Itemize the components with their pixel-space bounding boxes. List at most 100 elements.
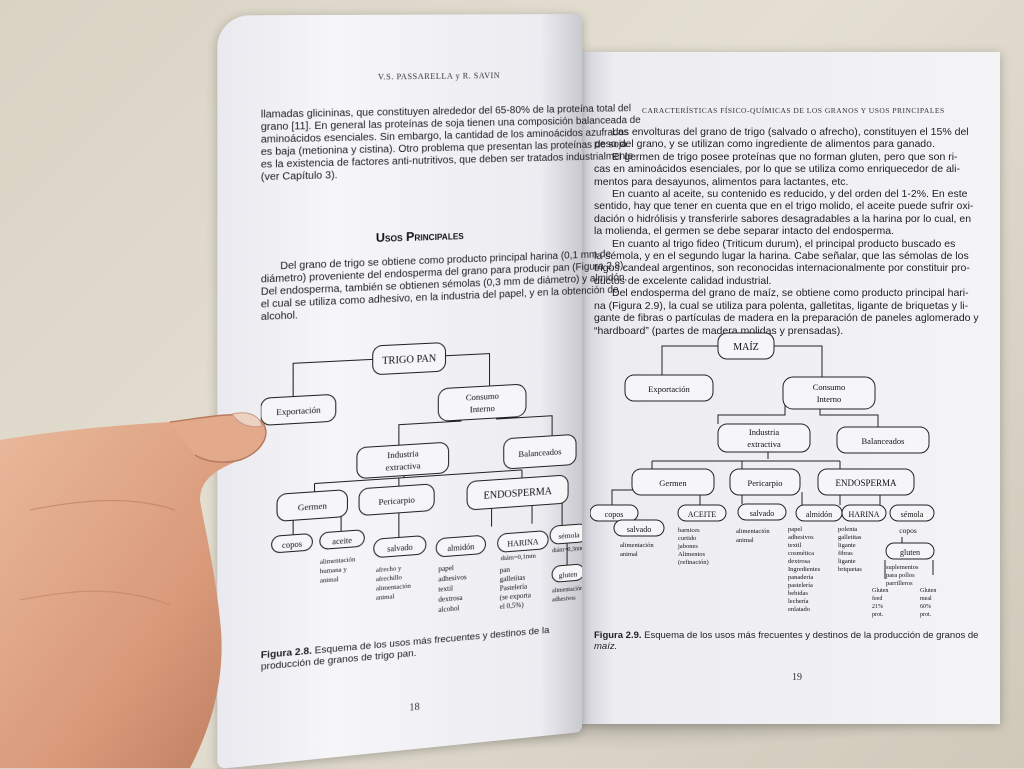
running-header-right: CARACTERÍSTICAS FÍSICO-QUÍMICAS DE LOS G… [642, 106, 945, 115]
leaf-salvado-maiz [737, 503, 787, 521]
node-pericarpio-trigo-label: Pericarpio [379, 494, 415, 507]
node-maiz [717, 332, 775, 360]
leaf-salvado-trigo-label: salvado [387, 543, 412, 554]
use-item: prot. [920, 612, 932, 618]
leaf-salvado-maiz-germen [613, 519, 665, 537]
use-item: Gluten [920, 588, 936, 594]
node-industria-trigo [357, 442, 449, 479]
text-line: En cuanto al aceite, su contenido es red… [612, 188, 968, 201]
use-item: fibras [838, 550, 853, 557]
text-line: cas en aminoácidos esenciales, por lo qu… [594, 163, 960, 176]
leaf-gluten-trigo [552, 564, 582, 583]
leaf-harina-maiz [841, 504, 887, 522]
node-consumo-maiz-l2: Interno [817, 394, 842, 404]
use-item: ligante [838, 542, 856, 549]
leaf-aceite-trigo-label: aceite [332, 536, 352, 547]
use-item: dextrosa [788, 558, 810, 565]
leaf-semola-trigo-label: sémola [558, 530, 580, 540]
node-endosperma-trigo-label: ENDOSPERMA [484, 486, 553, 502]
use-item: suplementos [886, 564, 919, 571]
use-item: cosmética [788, 550, 814, 557]
node-maiz-label: MAÍZ [733, 341, 759, 353]
leaf-aceite-maiz-label: ACEITE [688, 510, 717, 519]
use-item: 60% [920, 604, 931, 610]
node-industria-maiz-l2: extractiva [747, 439, 781, 449]
use-item: briquetas [838, 566, 862, 573]
use-item: alimentación [320, 556, 356, 566]
node-germen-maiz-label: Germen [659, 478, 687, 488]
node-germen-trigo [277, 490, 347, 522]
node-trigo-pan [373, 343, 446, 375]
text-line: trigos candeal argentinos, son reconocid… [594, 262, 970, 275]
use-item: Pastelería [500, 582, 528, 592]
hand [0, 412, 267, 768]
node-industria-trigo-l2: extractiva [386, 460, 421, 472]
use-item: (refinación) [678, 559, 709, 566]
use-item: textil [438, 584, 453, 593]
harina-note-trigo: diám=0,1mm [501, 553, 537, 563]
use-item: prot. [872, 612, 884, 618]
node-industria-maiz-l1: Industria [749, 427, 779, 437]
left-body-text: Del grano de trigo se obtiene como produ… [261, 249, 627, 324]
right-body-text: Las envolturas del grano de trigo (salva… [594, 126, 979, 337]
use-item: barnices [678, 527, 700, 534]
leaf-aceite-maiz [677, 504, 727, 522]
use-item: adhesivos [552, 596, 576, 604]
node-endosperma-maiz [817, 468, 915, 496]
use-item: jabones [677, 543, 698, 550]
node-pericarpio-trigo [359, 484, 434, 516]
text-line: na (Figura 2.9), la cual se utiliza para… [594, 299, 969, 312]
left-page: V.S. PASSARELLA y R. SAVIN llamadas glic… [217, 14, 641, 769]
node-exportacion-maiz [624, 374, 714, 402]
use-item: alimentación [736, 528, 770, 535]
node-exportacion-maiz-label: Exportación [648, 384, 690, 394]
leaf-harina-trigo [498, 531, 548, 553]
leaf-semola-trigo [550, 524, 582, 545]
use-item: animal [376, 593, 395, 602]
use-item: el 0,5%) [500, 601, 525, 611]
use-item: feed [872, 595, 882, 602]
thumb-icon [169, 414, 267, 463]
use-item: lechería [788, 598, 809, 605]
text-line: la sémola, y en el segundo lugar la hari… [594, 250, 969, 263]
caption-text-2-9: Esquema de los usos más frecuentes y des… [644, 630, 979, 641]
text-line: peso del grano, y se utilizan como ingre… [594, 138, 935, 151]
use-item: enlatado [788, 606, 810, 613]
use-item: alimentación [620, 542, 654, 549]
leaf-harina-maiz-label: HARINA [848, 510, 879, 519]
use-item: dextrosa [438, 594, 463, 604]
leaf-almidon-trigo [436, 535, 485, 557]
node-germen-maiz [631, 468, 715, 496]
use-item: animal [320, 576, 339, 585]
use-item: Ingredientes [788, 566, 821, 573]
use-item: panadería [788, 574, 813, 581]
text-line: Las envolturas del grano de trigo (salva… [612, 126, 969, 138]
text-line: “hardboard” (partes de madera molidas y … [594, 324, 844, 337]
node-industria-trigo-l1: Industria [387, 448, 419, 460]
node-balanceados-maiz [836, 426, 930, 454]
text-line: El germen de trigo posee proteínas que n… [612, 150, 958, 163]
caption-label-2-9: Figura 2.9. [594, 630, 642, 641]
node-balanceados-trigo-label: Balanceados [518, 446, 562, 459]
use-item: animal [620, 551, 638, 558]
leaf-salvado-trigo [374, 535, 426, 557]
thumbnail-icon [231, 412, 263, 428]
text-line: mentos para desayunos, alimentos para la… [594, 175, 849, 188]
node-exportacion-trigo [260, 394, 336, 425]
use-item: ligante [838, 558, 856, 565]
use-item: alimentación [552, 586, 582, 594]
right-page: CARACTERÍSTICAS FÍSICO-QUÍMICAS DE LOS G… [580, 52, 1000, 724]
text-line: ductos de excelente calidad industrial. [594, 274, 772, 287]
text-line: dación o hidrólisis y transferirle sabor… [594, 212, 972, 225]
maiz-uses-lists: alimentaciónanimalbarnicescurtidojabones… [620, 526, 936, 618]
leaf-gluten-maiz-label: gluten [900, 548, 920, 557]
hand-palm [0, 414, 266, 768]
node-consumo-trigo [438, 384, 526, 421]
use-item: pastelería [788, 582, 813, 589]
caption-text2-2-9: maíz. [594, 641, 618, 652]
use-item: Alimentos [678, 551, 706, 558]
use-item: alcohol [438, 604, 459, 614]
use-item: parrilleros [886, 580, 913, 587]
node-consumo-trigo-l2: Interno [470, 403, 495, 414]
leaf-copos-semola-label: copos [899, 526, 917, 535]
